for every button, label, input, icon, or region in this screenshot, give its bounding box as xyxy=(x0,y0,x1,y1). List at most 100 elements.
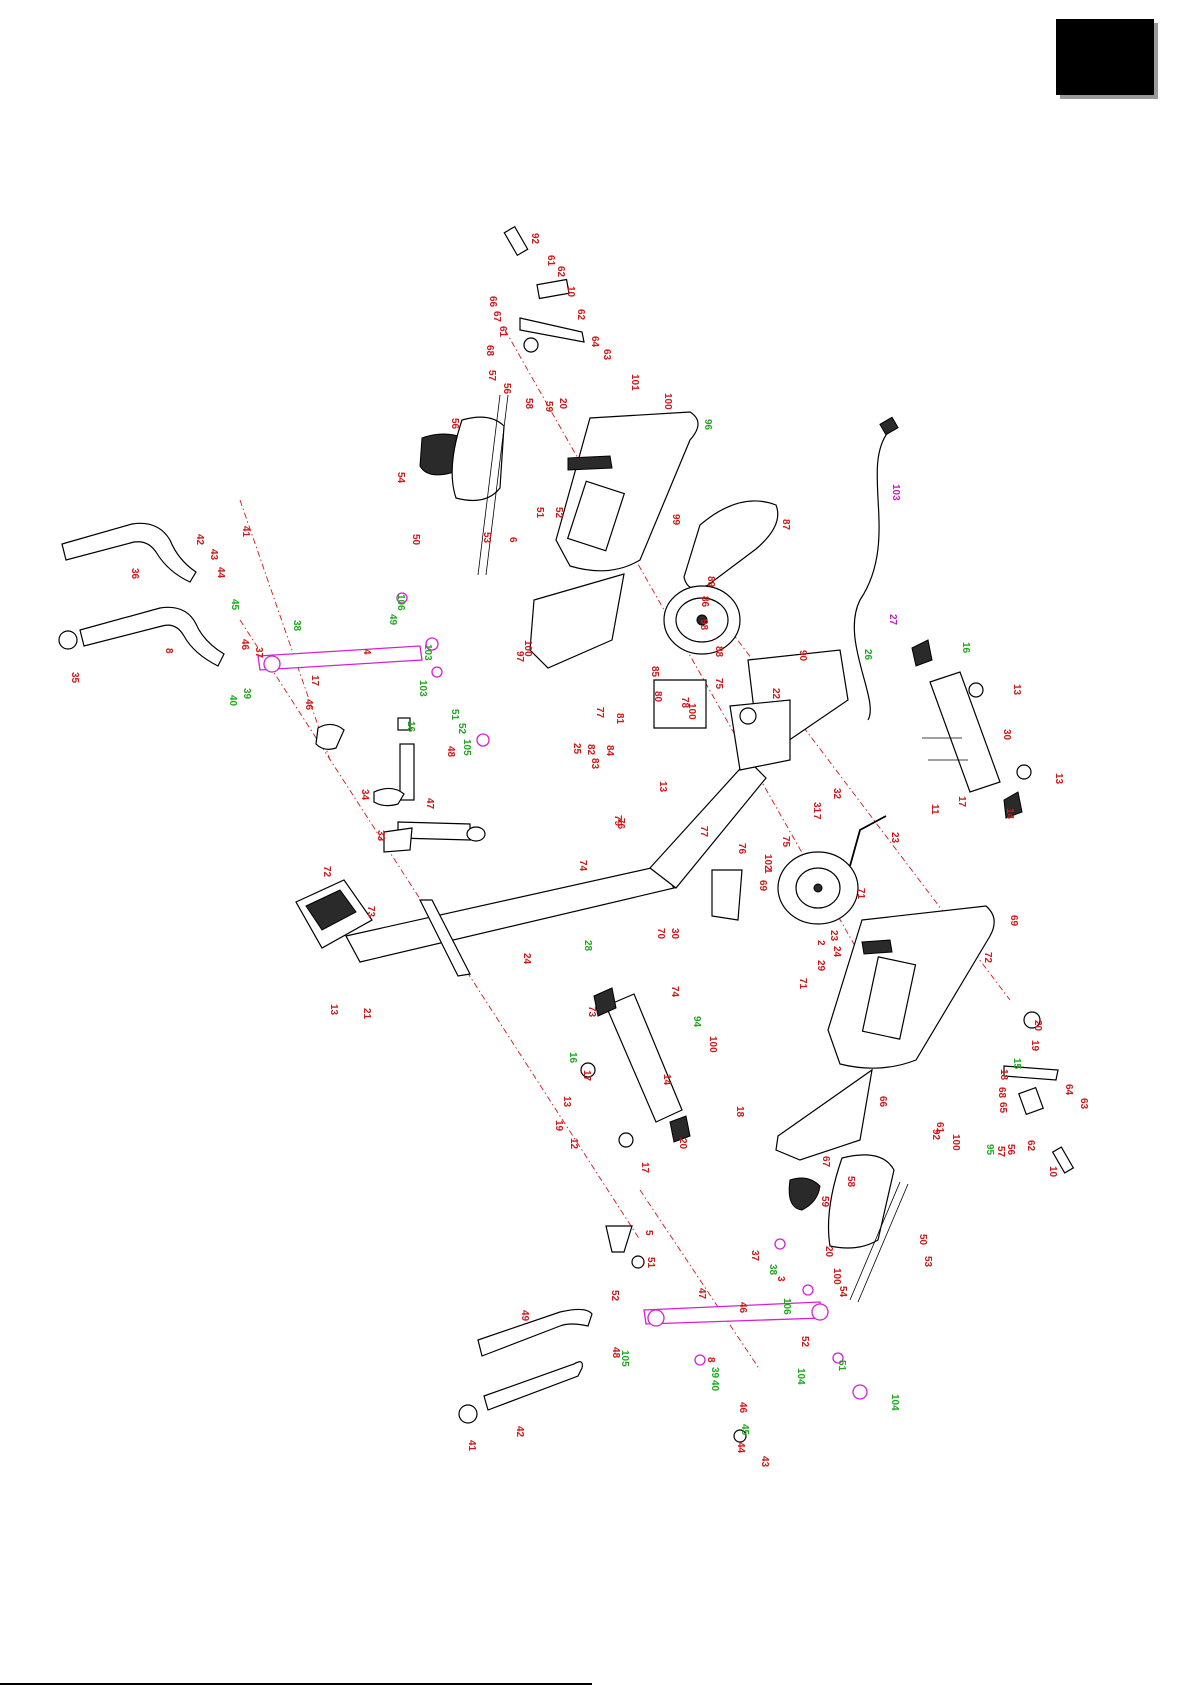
part-number-label: 74 xyxy=(669,986,680,998)
part-number-label: 17 xyxy=(581,1070,592,1082)
part-number-label: 40 xyxy=(227,695,238,707)
part-number-label: 103 xyxy=(890,484,901,501)
part-number-label: 73 xyxy=(365,906,376,918)
part-number-label: 45 xyxy=(229,599,240,611)
part-number-label: 19 xyxy=(1029,1040,1040,1052)
part-number-label: 7 xyxy=(811,814,822,820)
part-number-label: 11 xyxy=(929,804,940,815)
part-number-label: 24 xyxy=(831,946,842,958)
part-number-label: 105 xyxy=(619,1350,630,1367)
upper-pedal-assembly xyxy=(419,394,509,576)
part-number-label: 57 xyxy=(995,1146,1006,1158)
part-number-label: 105 xyxy=(461,739,472,756)
part-number-label: 69 xyxy=(757,880,768,892)
part-number-label: 82 xyxy=(585,744,596,756)
part-number-label: 98 xyxy=(698,619,709,631)
part-number-label: 52 xyxy=(799,1336,810,1348)
part-number-label: 47 xyxy=(696,1288,707,1300)
page-corner-tab xyxy=(1056,19,1154,95)
part-number-label: 85 xyxy=(649,666,660,678)
part-number-label: 62 xyxy=(1025,1140,1036,1152)
part-number-label: 104 xyxy=(889,1394,900,1411)
part-number-label: 86 xyxy=(699,596,710,608)
part-number-label: 57 xyxy=(486,370,497,382)
part-number-label: 92 xyxy=(930,1129,941,1141)
part-number-label: 76 xyxy=(615,818,626,830)
part-number-label: 54 xyxy=(395,472,406,484)
lower-pink-arm-tube-3 xyxy=(643,1238,868,1400)
part-number-label: 51 xyxy=(836,1360,847,1372)
part-number-label: 101 xyxy=(629,374,640,391)
part-number-label: 13 xyxy=(328,1004,339,1016)
part-number-label: 71 xyxy=(855,888,866,900)
part-number-label: 104 xyxy=(795,1368,806,1385)
part-number-label: 44 xyxy=(735,1442,746,1454)
part-number-label: 24 xyxy=(521,953,532,965)
part-number-label: 17 xyxy=(639,1162,650,1174)
part-number-label: 37 xyxy=(253,647,264,659)
part-number-label: 75 xyxy=(780,836,791,848)
part-number-label: 25 xyxy=(571,743,582,755)
part-number-label: 26 xyxy=(862,649,873,661)
part-number-label: 64 xyxy=(589,336,600,348)
part-number-label: 54 xyxy=(837,1286,848,1298)
part-number-label: 34 xyxy=(359,789,370,801)
part-number-label: 87 xyxy=(780,519,791,531)
part-number-label: 42 xyxy=(194,534,205,546)
part-number-label: 69 xyxy=(1008,915,1019,927)
part-number-label: 46 xyxy=(737,1302,748,1314)
lower-pedal-assembly xyxy=(788,1154,909,1303)
part-number-label: 63 xyxy=(601,349,612,361)
part-number-label: 4 xyxy=(361,649,372,655)
part-number-label: 61 xyxy=(497,326,508,338)
part-number-label: 41 xyxy=(240,526,251,538)
part-number-label: 61 xyxy=(934,1122,945,1134)
part-number-label: 90 xyxy=(797,650,808,662)
part-number-label: 46 xyxy=(303,699,314,711)
part-number-label: 100 xyxy=(707,1036,718,1053)
power-cable xyxy=(853,416,899,721)
footer-rule xyxy=(0,1683,592,1685)
part-number-label: 48 xyxy=(610,1347,621,1359)
part-number-label: 102 xyxy=(762,854,773,871)
front-stabilizer xyxy=(580,987,691,1148)
part-number-label: 96 xyxy=(702,419,713,431)
part-number-label: 53 xyxy=(481,532,492,544)
part-number-label: 21 xyxy=(361,1008,372,1020)
part-number-label: 100 xyxy=(950,1134,961,1151)
part-number-label: 100 xyxy=(522,640,533,657)
part-number-label: 95 xyxy=(984,1144,995,1156)
part-number-label: 52 xyxy=(456,723,467,735)
part-number-label: 49 xyxy=(387,614,398,626)
part-number-label: 14 xyxy=(1004,808,1015,820)
part-number-label: 20 xyxy=(557,398,568,410)
part-number-label: 30 xyxy=(669,928,680,940)
part-number-label: 49 xyxy=(519,1310,530,1322)
part-number-label: 42 xyxy=(514,1426,525,1438)
part-number-label: 56 xyxy=(449,418,460,430)
part-number-label: 66 xyxy=(877,1096,888,1108)
part-number-label: 16 xyxy=(567,1052,578,1064)
part-number-label: 75 xyxy=(713,678,724,690)
part-number-label: 68 xyxy=(484,345,495,357)
part-number-label: 8 xyxy=(163,648,174,654)
part-number-label: 32 xyxy=(831,788,842,800)
part-number-label: 12 xyxy=(568,1138,579,1150)
part-number-label: 89 xyxy=(705,576,716,588)
part-number-label: 97 xyxy=(514,651,525,663)
part-number-label: 59 xyxy=(543,401,554,413)
part-number-label: 81 xyxy=(614,713,625,725)
part-number-label: 45 xyxy=(739,1424,750,1436)
part-number-label: 64 xyxy=(1063,1084,1074,1096)
part-number-label: 106 xyxy=(781,1298,792,1315)
part-number-label: 52 xyxy=(553,507,564,519)
part-number-label: 18 xyxy=(998,1069,1009,1081)
part-number-label: 19 xyxy=(553,1120,564,1132)
rear-stabilizer xyxy=(849,639,1032,867)
part-number-label: 77 xyxy=(594,707,605,719)
part-number-label: 58 xyxy=(845,1176,856,1188)
part-number-label: 38 xyxy=(767,1264,778,1276)
part-number-label: 40 xyxy=(709,1380,720,1392)
part-number-label: 71 xyxy=(797,978,808,990)
